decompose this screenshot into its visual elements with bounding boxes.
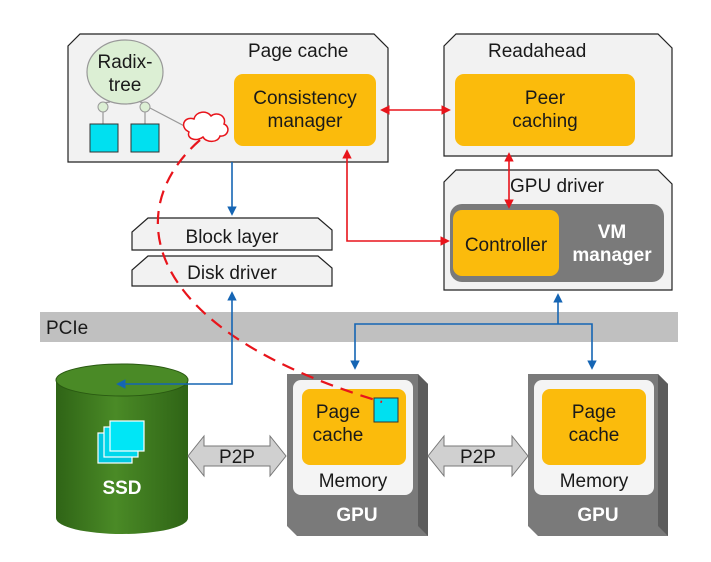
radix-tree-node bbox=[86, 39, 164, 105]
p2p-label-left: P2P bbox=[219, 447, 255, 468]
gpu-left-page-block bbox=[373, 397, 399, 423]
gpu-left-edge bbox=[418, 374, 428, 536]
radix-leaf-node bbox=[139, 101, 151, 113]
consistency-controller-arrow bbox=[342, 149, 450, 246]
gpu-right-page-cache bbox=[542, 389, 646, 465]
pcie-gpu-arrows bbox=[350, 323, 597, 370]
gpu-right-label: GPU bbox=[577, 505, 618, 526]
pcie-label: PCIe bbox=[46, 318, 88, 339]
page-cache-title: Page cache bbox=[248, 41, 348, 62]
page-block bbox=[130, 123, 160, 153]
disk-driver-label: Disk driver bbox=[187, 263, 277, 284]
consistency-manager bbox=[234, 74, 376, 146]
radix-tree-label: Radix-tree bbox=[98, 52, 153, 96]
gpu-right-edge bbox=[658, 374, 668, 536]
controller-label: Controller bbox=[465, 235, 548, 256]
ssd-page-stack bbox=[109, 420, 145, 452]
p2p-arrow-left bbox=[187, 434, 287, 478]
p2p-arrow-right bbox=[427, 434, 529, 478]
cloud-icon bbox=[182, 111, 229, 143]
radix-leaf-node bbox=[97, 101, 109, 113]
block-layer-label: Block layer bbox=[186, 227, 280, 248]
gpu-driver-title: GPU driver bbox=[510, 176, 605, 197]
ssd-label: SSD bbox=[102, 478, 141, 499]
gpu-right-memory-label: Memory bbox=[560, 471, 629, 492]
pcie-bus bbox=[40, 312, 678, 342]
readahead-title: Readahead bbox=[488, 41, 586, 62]
gpu-left-label: GPU bbox=[336, 505, 377, 526]
block-layer-box bbox=[131, 217, 333, 251]
page-block bbox=[89, 123, 119, 153]
ssd-top bbox=[55, 363, 189, 397]
gpu-left-memory-label: Memory bbox=[319, 471, 388, 492]
disk-ssd-arrow bbox=[116, 291, 237, 389]
peer-caching bbox=[455, 74, 635, 146]
disk-driver-box bbox=[131, 255, 333, 287]
controller bbox=[453, 210, 559, 276]
p2p-label-right: P2P bbox=[460, 447, 496, 468]
